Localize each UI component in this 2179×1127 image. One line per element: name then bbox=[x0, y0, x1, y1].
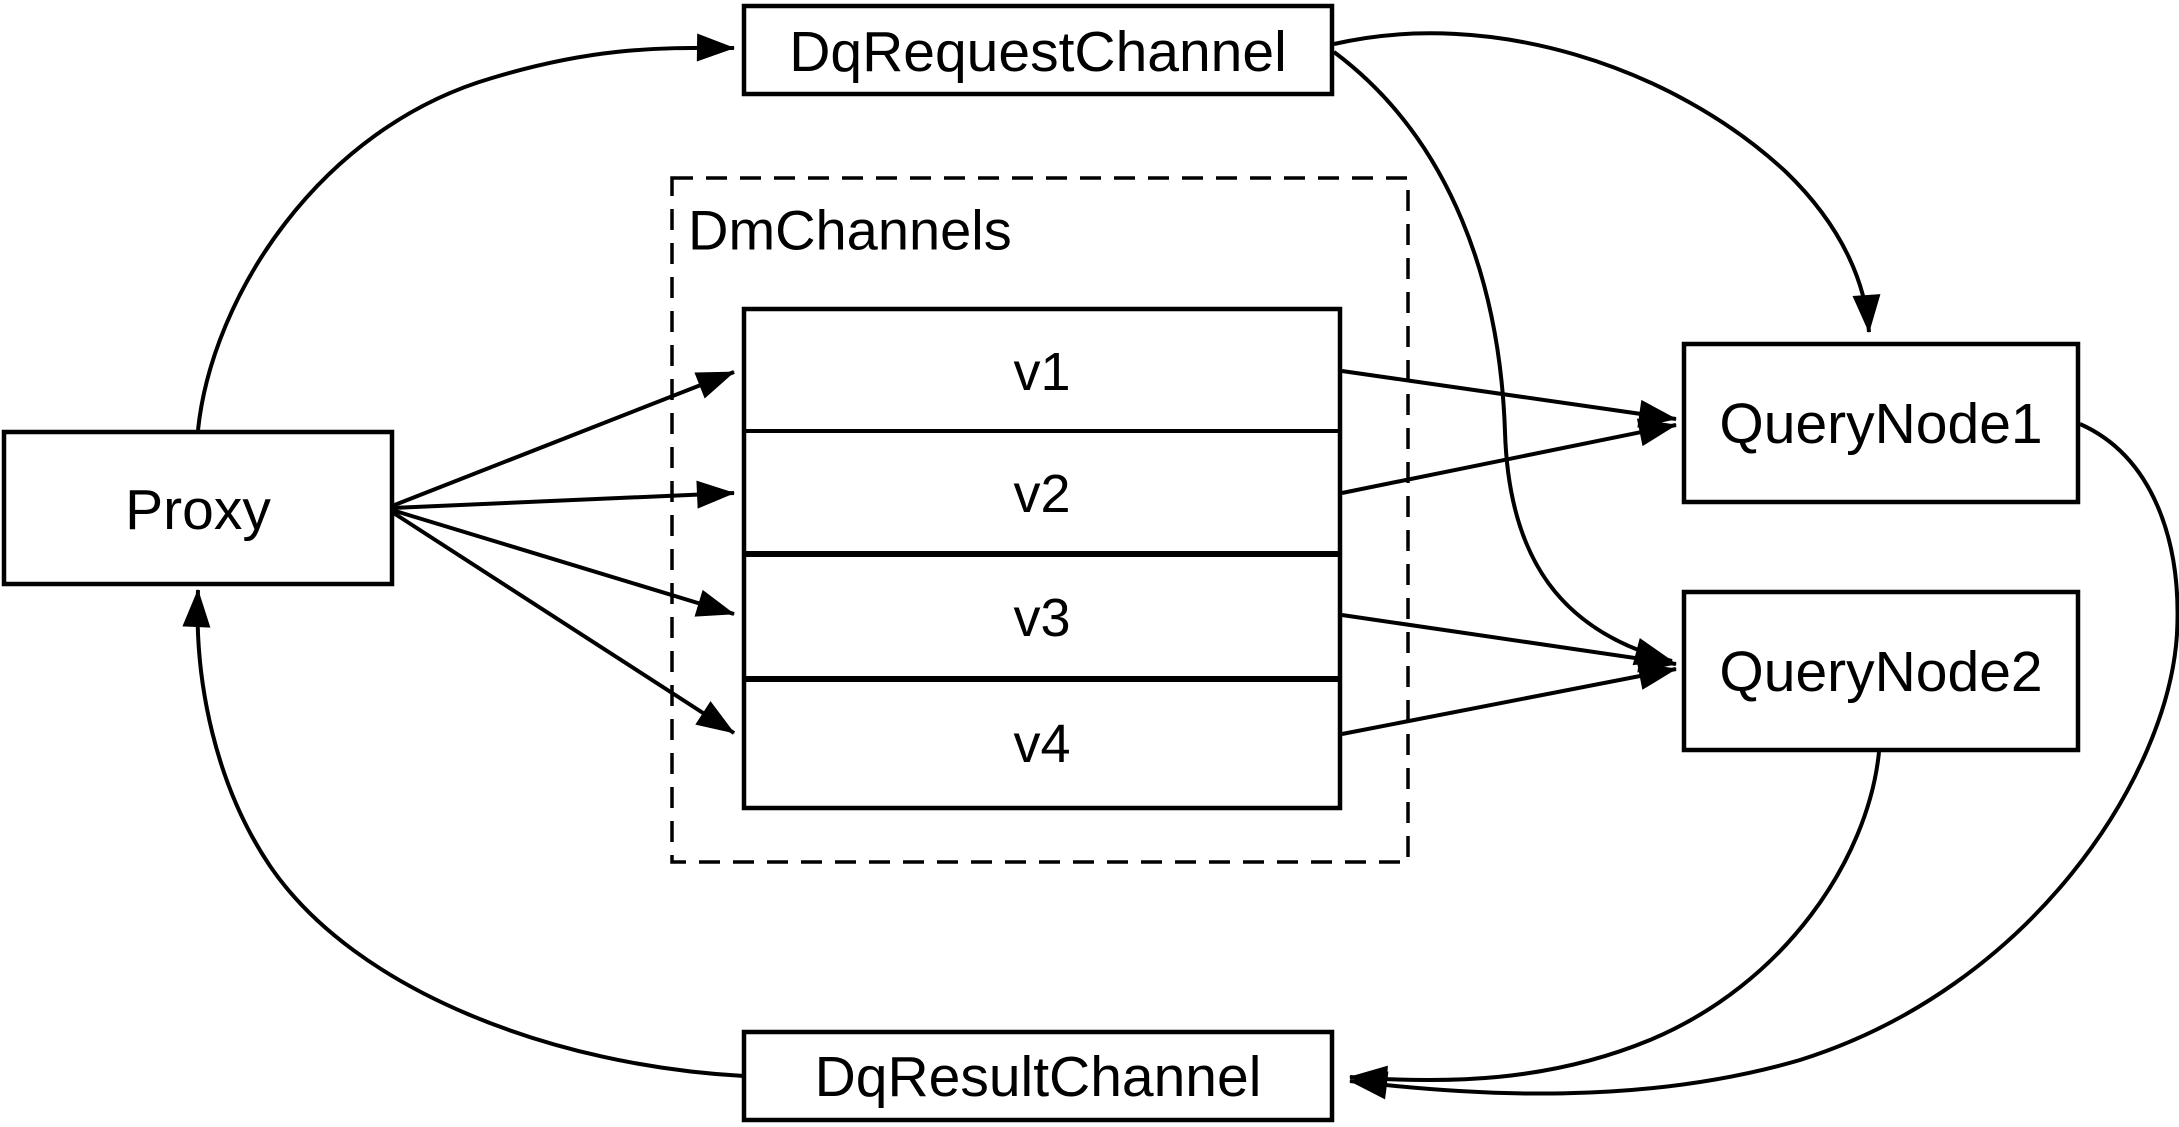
query-node-2-label: QueryNode2 bbox=[1719, 640, 2042, 704]
channel-row-v2-label: v2 bbox=[1013, 464, 1070, 524]
node-dq-request-channel: DqRequestChannel bbox=[741, 3, 1335, 97]
edge-dqrequestchannel-to-querynode2 bbox=[1332, 50, 1673, 666]
node-query-node-1: QueryNode1 bbox=[1681, 341, 2081, 505]
dq-result-channel-box bbox=[741, 1029, 1335, 1123]
edge-proxy-to-v2 bbox=[391, 480, 735, 510]
edge-dqrequestchannel-to-querynode1 bbox=[1333, 31, 1881, 333]
node-proxy: Proxy bbox=[1, 429, 395, 587]
dq-result-channel-label: DqResultChannel bbox=[815, 1045, 1262, 1109]
query-node-1-label: QueryNode1 bbox=[1719, 392, 2042, 456]
edge-proxy-to-v1 bbox=[391, 370, 735, 508]
edge-v2-to-querynode1 bbox=[1341, 418, 1677, 495]
edge-v4-to-querynode2 bbox=[1341, 662, 1677, 736]
query-node-1-box bbox=[1681, 341, 2081, 505]
dq-request-channel-label: DqRequestChannel bbox=[789, 20, 1287, 84]
query-node-2-box bbox=[1681, 589, 2081, 753]
channel-stack: v1 v2 v3 v4 bbox=[741, 306, 1343, 811]
channel-stack-border bbox=[741, 306, 1343, 811]
channel-row-v3-label: v3 bbox=[1013, 588, 1070, 648]
edge-querynode2-to-dqresultchannel bbox=[1349, 751, 1881, 1094]
proxy-box bbox=[1, 429, 395, 587]
dm-channels-group-label: DmChannels bbox=[688, 199, 1012, 262]
dq-request-channel-box bbox=[741, 3, 1335, 97]
edge-v1-to-querynode1 bbox=[1341, 369, 1677, 428]
edge-proxy-to-v3 bbox=[391, 508, 735, 617]
edge-proxy-to-v4 bbox=[390, 510, 736, 735]
edge-dqresultchannel-to-proxy bbox=[182, 589, 745, 1078]
dm-channels-group: DmChannels bbox=[670, 176, 1410, 864]
edges bbox=[182, 31, 2179, 1100]
node-query-node-2: QueryNode2 bbox=[1681, 589, 2081, 753]
edge-proxy-to-dqrequestchannel bbox=[196, 33, 735, 431]
edge-v3-to-querynode2 bbox=[1341, 613, 1677, 673]
dm-channels-group-border bbox=[670, 176, 1410, 864]
edge-querynode1-to-dqresultchannel bbox=[1349, 422, 2179, 1100]
proxy-label: Proxy bbox=[125, 478, 271, 542]
channel-row-v1-label: v1 bbox=[1013, 342, 1070, 402]
node-dq-result-channel: DqResultChannel bbox=[741, 1029, 1335, 1123]
channel-row-v4-label: v4 bbox=[1013, 714, 1070, 774]
